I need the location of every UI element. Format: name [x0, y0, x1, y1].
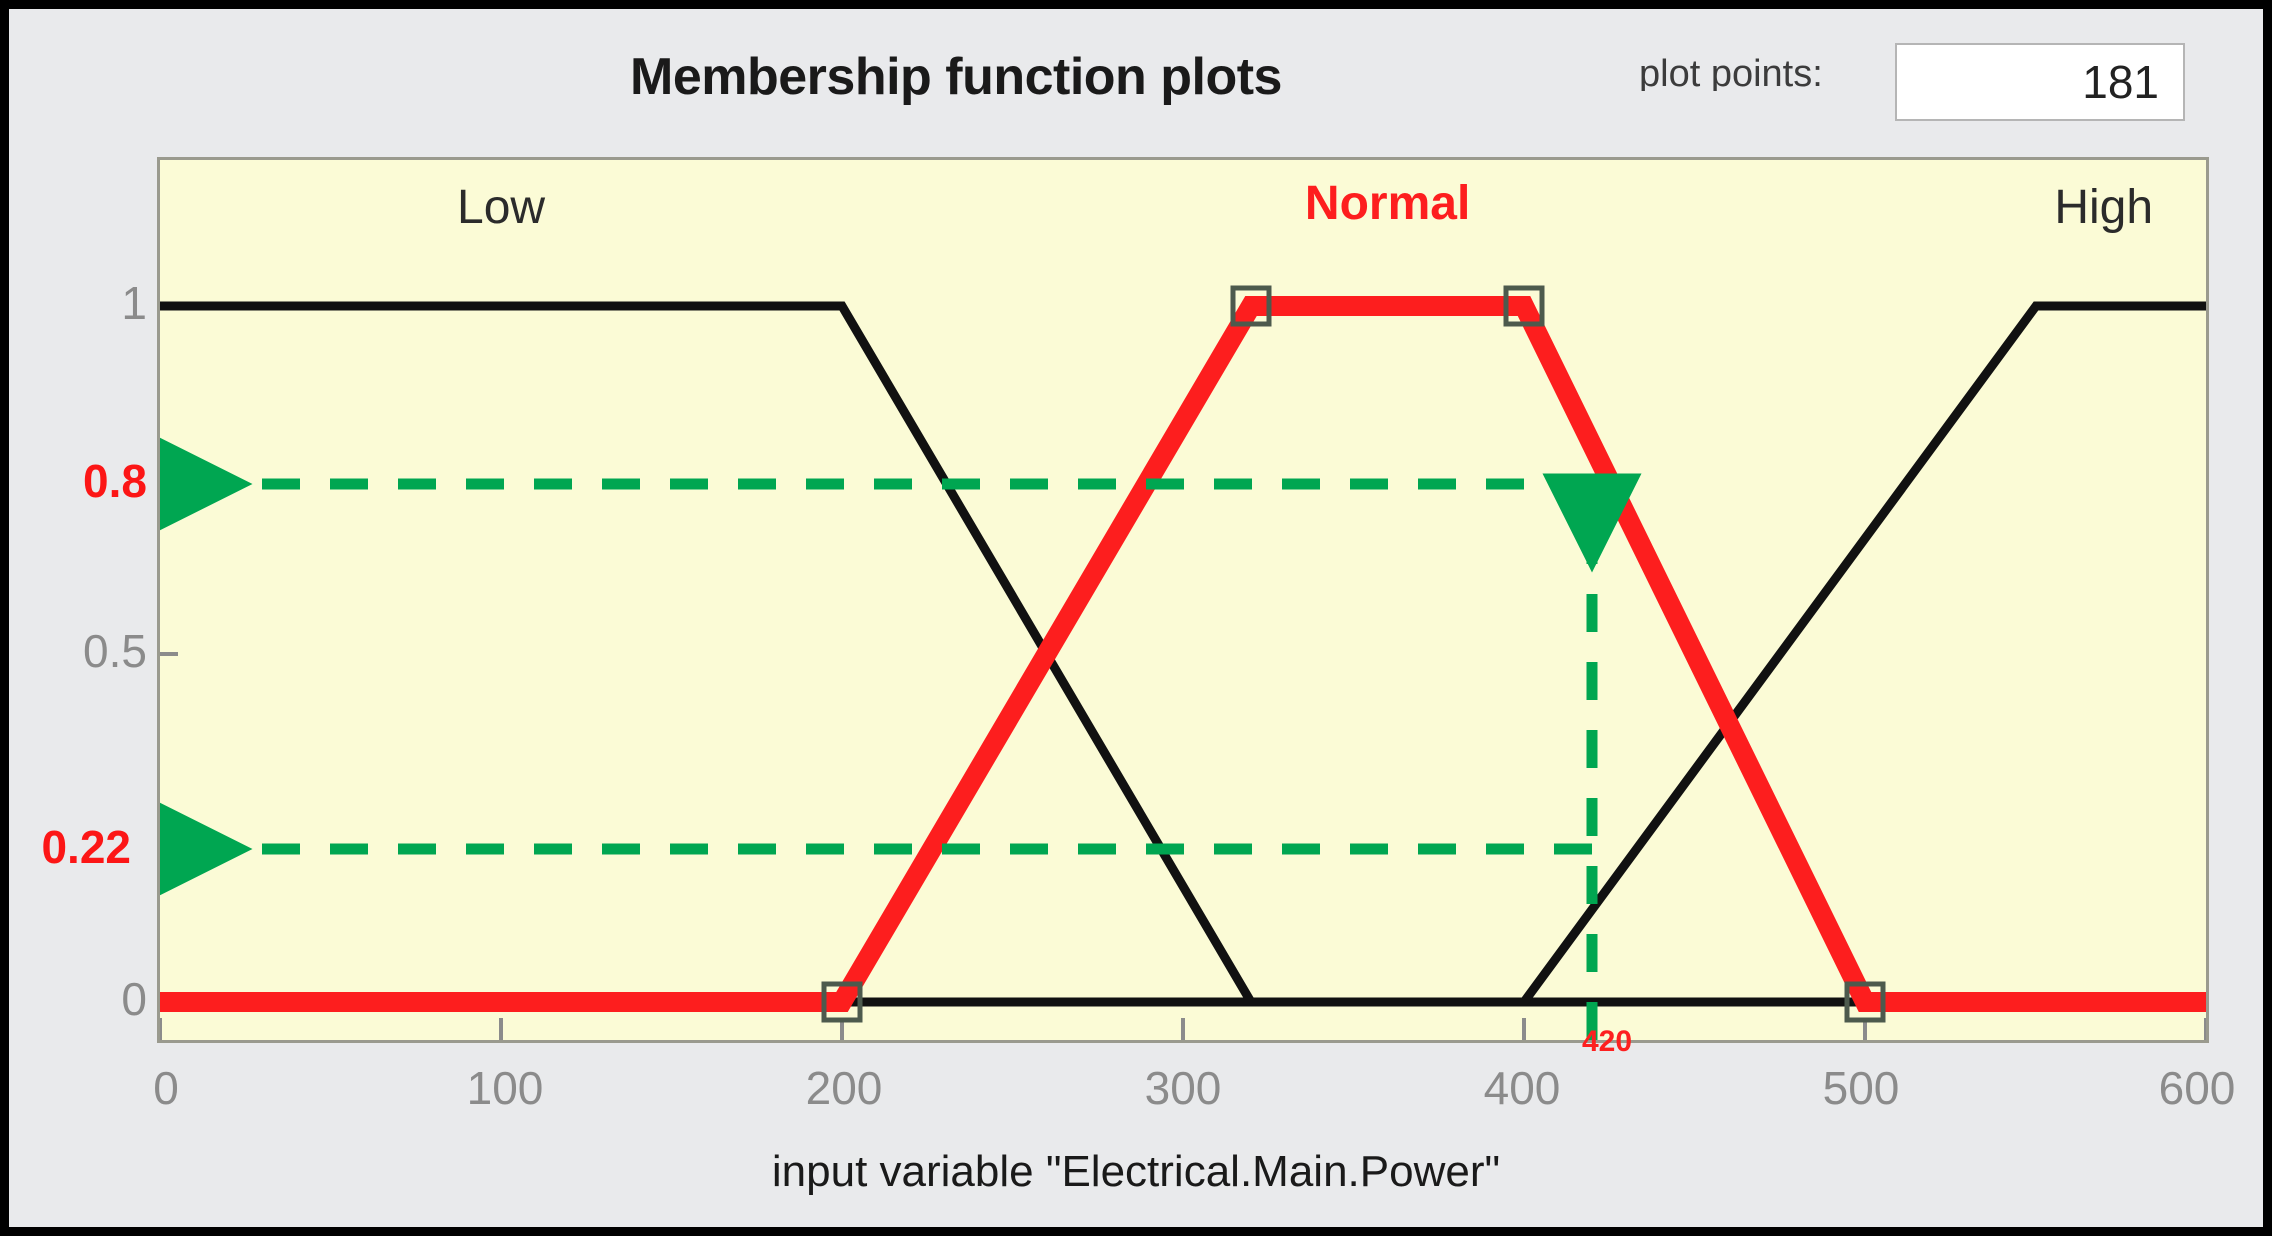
curve-handles[interactable]	[821, 285, 1886, 1023]
x-axis-ticks	[160, 1018, 2206, 1040]
y-tick-0-8: 0.8	[83, 455, 147, 507]
curve-label-high: High	[2054, 181, 2154, 234]
plot-points-input[interactable]: 181	[1895, 43, 2185, 121]
y-tick-0-22: 0.22	[41, 821, 131, 873]
page-title: Membership function plots	[630, 48, 1282, 106]
y-axis-ticks	[160, 304, 178, 1004]
y-tick-0-5: 0.5	[83, 625, 147, 677]
x-tick-400: 400	[1483, 1062, 1561, 1114]
y-tick-1: 1	[121, 277, 147, 329]
x-axis-label: input variable "Electrical.Main.Power"	[771, 1147, 1501, 1196]
y-tick-0: 0	[121, 973, 147, 1025]
curve-normal[interactable]	[160, 296, 2206, 1012]
x-tick-500: 500	[1822, 1062, 1900, 1114]
plot-points-label: plot points:	[1639, 53, 1823, 91]
plot-area[interactable]: Low Normal High	[157, 157, 2209, 1043]
membership-curves-svg	[160, 285, 2206, 1040]
x-tick-200: 200	[805, 1062, 883, 1114]
x-tick-420-highlight: 420	[1581, 1025, 1633, 1058]
x-tick-600: 600	[2158, 1062, 2236, 1114]
x-tick-300: 300	[1144, 1062, 1222, 1114]
x-tick-100: 100	[466, 1062, 544, 1114]
curve-label-normal: Normal	[1304, 177, 1471, 230]
x-tick-0: 0	[153, 1062, 179, 1114]
curve-label-low: Low	[457, 181, 546, 234]
